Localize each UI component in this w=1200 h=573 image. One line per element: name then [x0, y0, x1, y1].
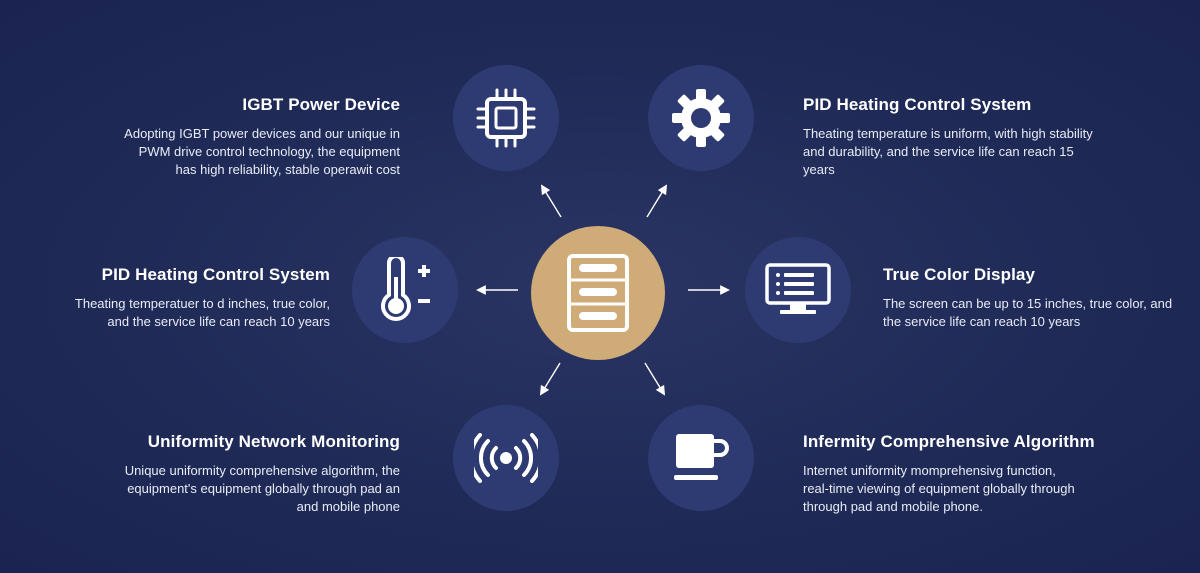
description-line: has high reliability, stable operawit co… — [175, 162, 401, 177]
feature-description: Unique uniformity comprehensive algorith… — [70, 462, 400, 516]
feature-true-color-display: True Color Display The screen can be up … — [883, 265, 1183, 331]
cpu-chip-icon — [476, 88, 536, 148]
description-line: Adopting IGBT power devices and our uniq… — [124, 126, 400, 141]
arrow-top-right — [646, 184, 668, 218]
monitor-icon — [765, 263, 831, 314]
wireless-signal-icon — [474, 433, 538, 483]
hub-node — [531, 226, 665, 360]
feature-title: Infermity Comprehensive Algorithm — [803, 432, 1095, 451]
gear-icon — [672, 89, 730, 147]
node-pid-heating-top — [648, 65, 754, 171]
feature-comprehensive-algorithm: Infermity Comprehensive Algorithm Intern… — [803, 432, 1133, 516]
arrow-bottom-right — [644, 362, 666, 396]
description-line: and durability, and the service life can… — [803, 144, 1074, 159]
feature-title: PID Heating Control System — [803, 95, 1032, 114]
feature-description: Adopting IGBT power devices and our uniq… — [70, 125, 400, 179]
description-line: equipment's equipment globally through p… — [127, 481, 400, 496]
thermometer-plus-minus-icon — [381, 257, 430, 321]
feature-description: The screen can be up to 15 inches, true … — [883, 295, 1183, 331]
node-pid-heating-mid — [352, 237, 458, 343]
node-igbt-power — [453, 65, 559, 171]
feature-title: True Color Display — [883, 265, 1036, 284]
description-line: PWM drive control technology, the equipm… — [138, 144, 400, 159]
description-line: real-time viewing of equipment globally … — [803, 481, 1075, 496]
feature-description: Theating temperatuer to d inches, true c… — [0, 295, 330, 331]
feature-pid-heating-mid: PID Heating Control System Theating temp… — [0, 265, 330, 331]
feature-igbt-power: IGBT Power Device Adopting IGBT power de… — [70, 95, 400, 179]
server-rack-icon — [567, 254, 629, 332]
feature-title: PID Heating Control System — [101, 265, 330, 284]
node-comprehensive-algorithm — [648, 405, 754, 511]
description-line: years — [803, 162, 835, 177]
feature-title: IGBT Power Device — [242, 95, 400, 114]
description-line: Theating temperatuer to d inches, true c… — [74, 296, 330, 311]
feature-title: Uniformity Network Monitoring — [147, 432, 400, 451]
feature-pid-heating-top: PID Heating Control System Theating temp… — [803, 95, 1133, 179]
description-line: through pad and mobile phone. — [803, 499, 983, 514]
description-line: Unique uniformity comprehensive algorith… — [124, 463, 400, 478]
node-true-color-display — [745, 237, 851, 343]
description-line: The screen can be up to 15 inches, true … — [883, 296, 1173, 311]
description-line: and mobile phone — [296, 499, 400, 514]
description-line: Internet uniformity momprehensivg functi… — [803, 463, 1056, 478]
feature-description: Internet uniformity momprehensivg functi… — [803, 462, 1133, 516]
feature-description: Theating temperature is uniform, with hi… — [803, 125, 1133, 179]
description-line: Theating temperature is uniform, with hi… — [803, 126, 1093, 141]
description-line: and the service life can reach 10 years — [107, 314, 330, 329]
description-line: the service life can reach 10 years — [883, 314, 1081, 329]
feature-network-monitoring: Uniformity Network Monitoring Unique uni… — [70, 432, 400, 516]
arrow-top-left — [540, 184, 562, 218]
node-network-monitoring — [453, 405, 559, 511]
arrow-bottom-left — [539, 362, 561, 396]
mug-icon — [674, 434, 729, 480]
